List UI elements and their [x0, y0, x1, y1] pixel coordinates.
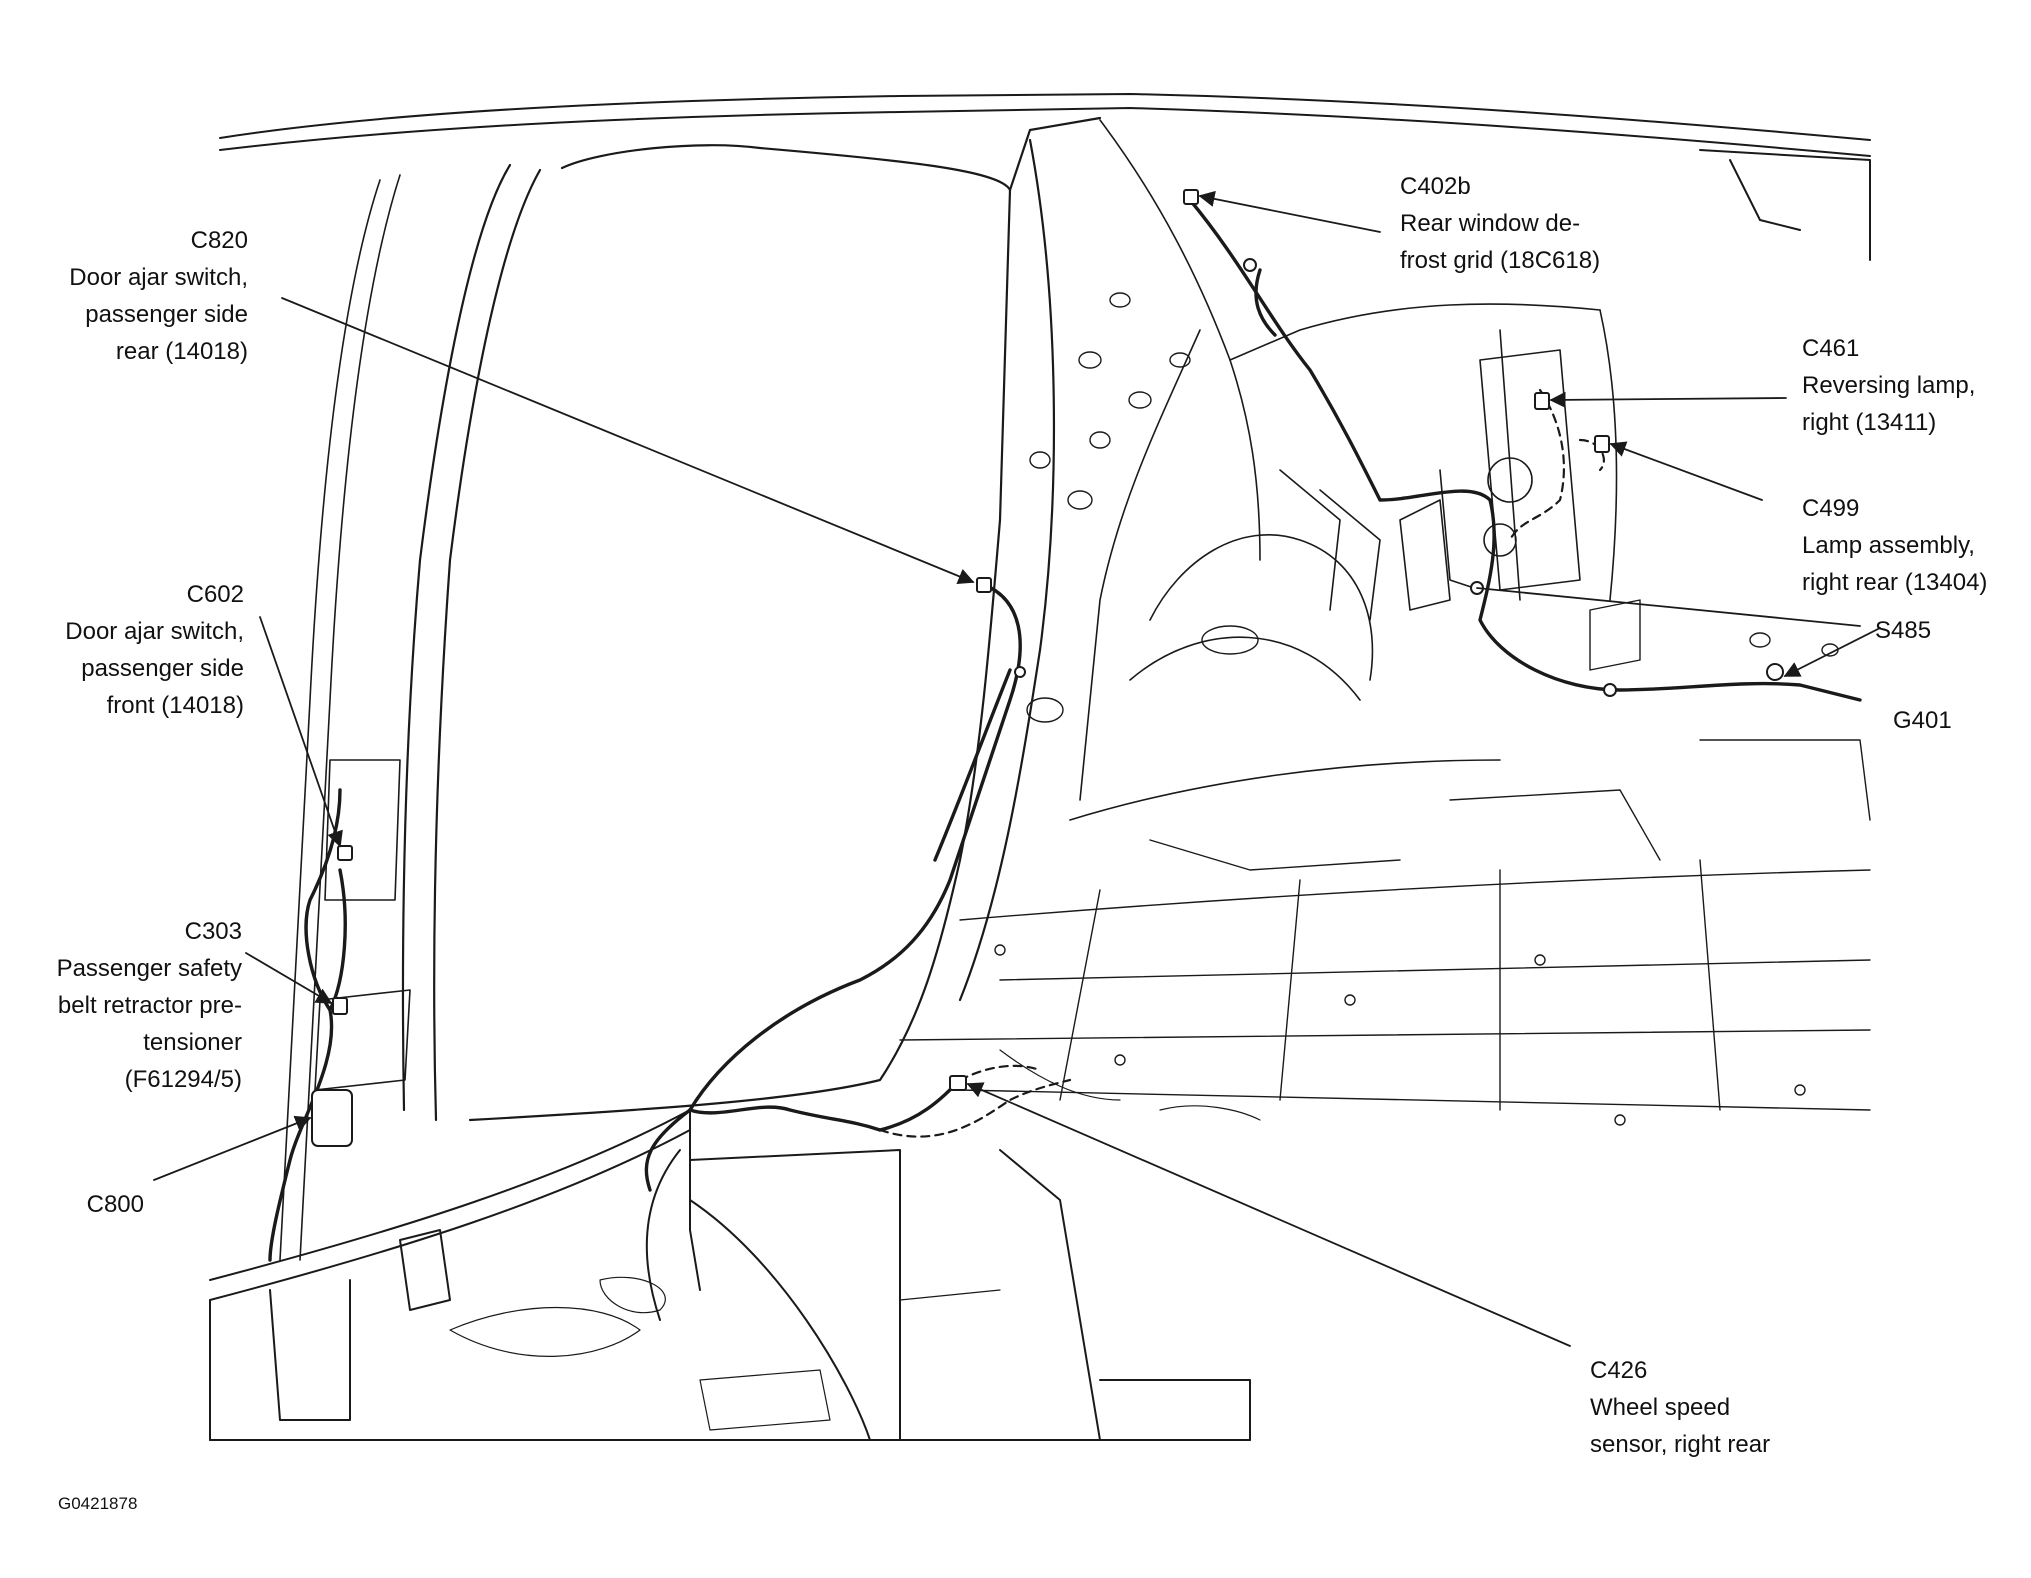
connectors	[311, 189, 1784, 1147]
callout-c800: C800	[40, 1186, 144, 1223]
wiring-harness	[268, 198, 1862, 1262]
callout-g401: G401	[1893, 702, 1952, 739]
callout-code: C402b	[1400, 173, 1471, 200]
b-pillar	[279, 174, 411, 1261]
roof-outline	[219, 93, 1871, 261]
callout-code: C820	[190, 227, 248, 254]
connector-c402b	[1183, 189, 1199, 205]
callout-code: C461	[1802, 335, 1860, 362]
leader-c800	[153, 1115, 312, 1181]
callout-c820: C820 Door ajar switch, passenger side re…	[40, 222, 248, 370]
leader-c402b	[1198, 190, 1381, 233]
callout-code: C499	[1802, 495, 1860, 522]
callout-c426: C426 Wheel speed sensor, right rear	[1590, 1352, 1770, 1463]
leader-c461	[1549, 391, 1787, 408]
callout-c303: C303 Passenger safety belt retractor pre…	[20, 913, 242, 1098]
figure-id: G0421878	[58, 1494, 138, 1513]
callout-c499: C499 Lamp assembly, right rear (13404)	[1802, 490, 1987, 601]
floor-pan	[899, 599, 1871, 1111]
connector-c800	[311, 1089, 353, 1147]
leader-c602	[259, 616, 343, 848]
leader-c303	[245, 952, 333, 1004]
connector-c303	[332, 997, 348, 1015]
ground-g401	[1766, 663, 1784, 681]
connector-c499	[1594, 435, 1610, 453]
callout-c461: C461 Reversing lamp, right (13411)	[1802, 330, 1975, 441]
connector-c461	[1534, 392, 1550, 410]
leader-c820	[281, 297, 975, 584]
callout-code: C800	[86, 1191, 144, 1218]
leader-lines	[153, 190, 1881, 1347]
callout-s485: S485	[1875, 612, 1931, 649]
lamp-assembly-area	[1399, 349, 1581, 611]
leader-g401	[1783, 627, 1881, 677]
connector-c820	[976, 577, 992, 593]
leader-c426	[966, 1082, 1571, 1347]
body-holes	[994, 292, 1839, 1126]
rocker-sill	[209, 1109, 1251, 1441]
callout-code: G401	[1893, 707, 1952, 734]
callout-code: S485	[1875, 617, 1932, 644]
connector-c426	[949, 1075, 967, 1091]
connector-c602	[337, 845, 353, 861]
door-opening	[401, 116, 1102, 1122]
leader-c499	[1609, 441, 1763, 501]
callout-c402b: C402b Rear window de- frost grid (18C618…	[1400, 168, 1600, 279]
floor-details	[449, 1049, 1261, 1431]
leader-s485	[1476, 587, 1861, 627]
callout-code: C303	[184, 918, 242, 945]
callout-c602: C602 Door ajar switch, passenger side fr…	[30, 576, 244, 724]
callout-code: C602	[186, 581, 244, 608]
callout-code: C426	[1590, 1357, 1648, 1384]
